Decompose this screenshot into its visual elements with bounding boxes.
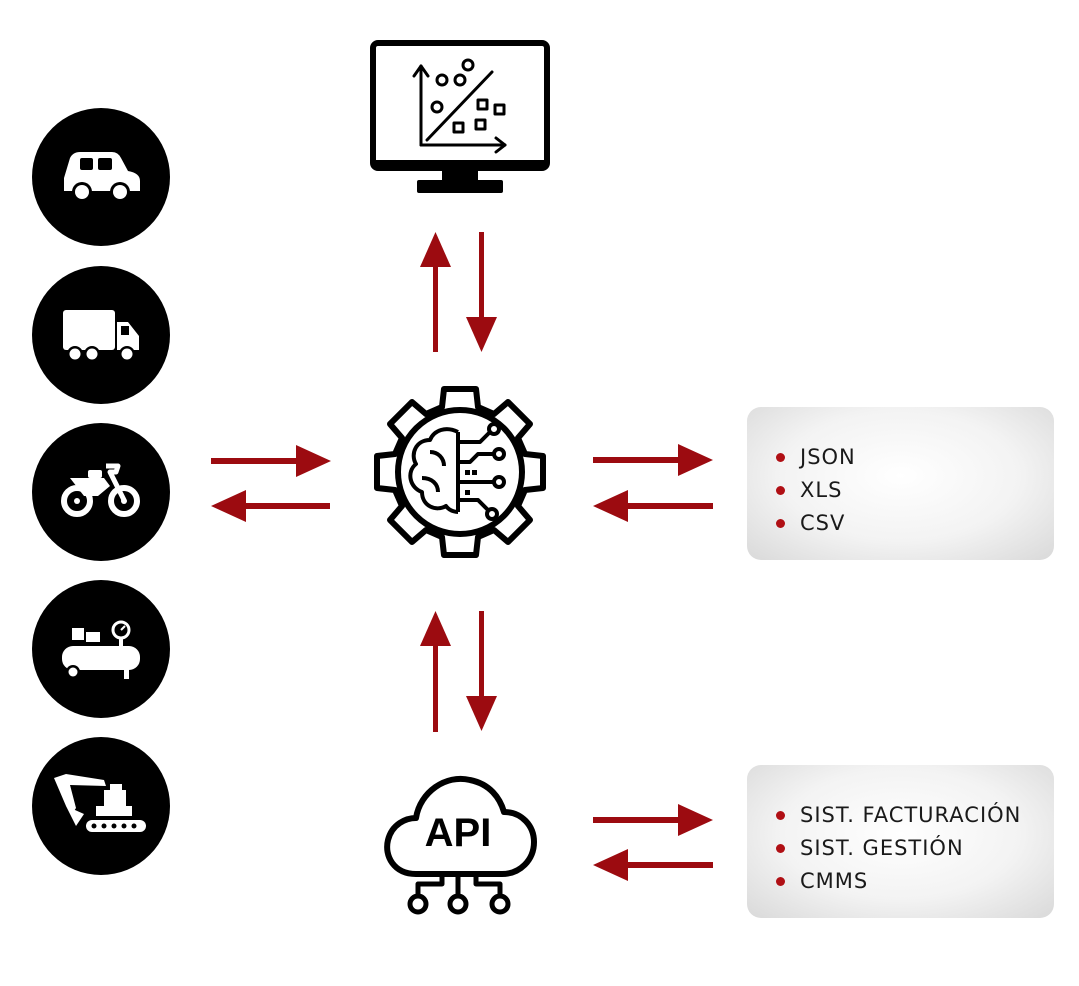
format-item-label: XLS bbox=[800, 478, 843, 502]
source-excavator bbox=[32, 737, 170, 875]
system-item: CMMS bbox=[774, 865, 1054, 898]
bullet-icon bbox=[776, 486, 785, 495]
analytics-monitor bbox=[370, 40, 550, 193]
analytics-monitor-icon bbox=[370, 40, 550, 193]
ai-engine bbox=[374, 386, 546, 558]
system-item-label: SIST. FACTURACIÓN bbox=[800, 803, 1022, 827]
source-motorcycle bbox=[32, 423, 170, 561]
arrow-api-to-systems bbox=[593, 804, 713, 836]
integrated-systems-list: SIST. FACTURACIÓN SIST. GESTIÓN CMMS bbox=[774, 799, 1054, 898]
format-item: JSON bbox=[774, 441, 1054, 474]
arrow-systems-to-api bbox=[593, 849, 713, 881]
motorcycle-icon bbox=[61, 463, 140, 517]
api-cloud: API bbox=[384, 775, 537, 915]
bullet-icon bbox=[776, 811, 785, 820]
ai-brain-gear-icon bbox=[374, 386, 546, 558]
api-label: API bbox=[425, 811, 492, 855]
integrated-systems-box: SIST. FACTURACIÓN SIST. GESTIÓN CMMS bbox=[747, 765, 1054, 918]
source-car bbox=[32, 108, 170, 246]
arrow-formats-to-engine bbox=[593, 490, 713, 522]
bullet-icon bbox=[776, 877, 785, 886]
format-item-label: CSV bbox=[800, 511, 846, 535]
format-item: CSV bbox=[774, 507, 1054, 540]
source-truck bbox=[32, 266, 170, 404]
arrow-engine-to-formats bbox=[593, 444, 713, 476]
format-item: XLS bbox=[774, 474, 1054, 507]
arrow-sources-to-engine bbox=[211, 445, 331, 477]
api-cloud-icon: API bbox=[384, 775, 537, 915]
source-compressor bbox=[32, 580, 170, 718]
export-formats-box: JSON XLS CSV bbox=[747, 407, 1054, 560]
excavator-icon bbox=[54, 774, 146, 832]
system-item-label: CMMS bbox=[800, 869, 869, 893]
bullet-icon bbox=[776, 453, 785, 462]
car-icon bbox=[64, 152, 140, 202]
arrow-api-to-engine bbox=[420, 611, 451, 732]
arrow-monitor-to-engine bbox=[466, 232, 497, 352]
air-compressor-icon bbox=[62, 620, 140, 679]
system-item: SIST. FACTURACIÓN bbox=[774, 799, 1054, 832]
export-formats-list: JSON XLS CSV bbox=[774, 441, 1054, 540]
system-item: SIST. GESTIÓN bbox=[774, 832, 1054, 865]
bullet-icon bbox=[776, 519, 785, 528]
arrow-engine-to-api bbox=[466, 611, 497, 731]
system-item-label: SIST. GESTIÓN bbox=[800, 836, 964, 860]
format-item-label: JSON bbox=[800, 445, 856, 469]
arrow-engine-to-monitor bbox=[420, 232, 451, 352]
arrow-engine-to-sources bbox=[211, 490, 330, 522]
truck-icon bbox=[63, 310, 139, 362]
bullet-icon bbox=[776, 844, 785, 853]
